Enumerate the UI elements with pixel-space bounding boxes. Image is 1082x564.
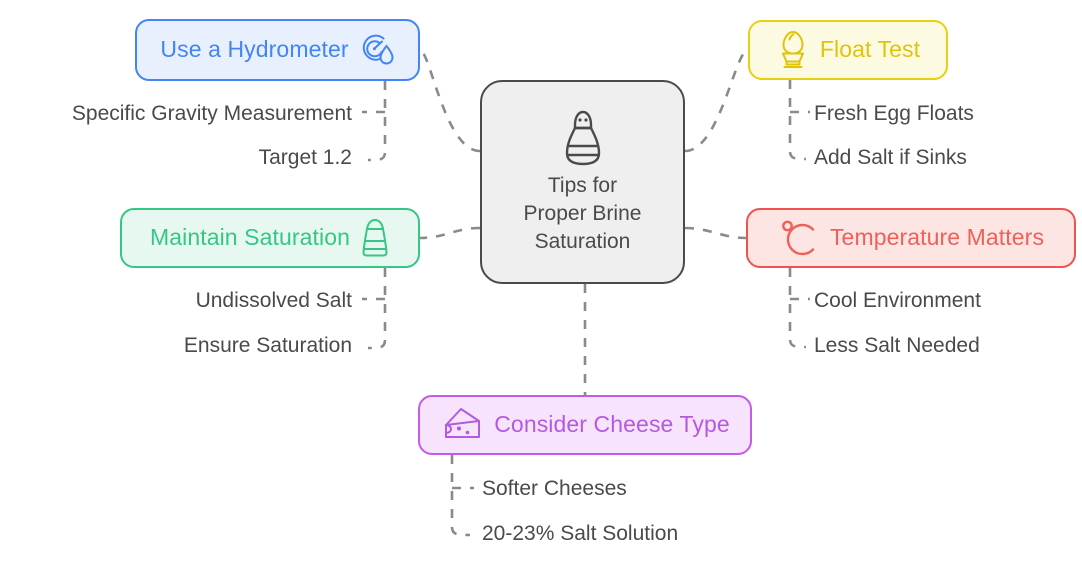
leaf-undissolved-salt: Undissolved Salt [195,289,352,312]
link-center-hydrometer [419,48,481,153]
center-node[interactable]: Tips for Proper Brine Saturation [480,80,685,284]
leaf-add-salt-if-sinks: Add Salt if Sinks [814,146,967,169]
egg-in-cup-icon [776,30,810,70]
branch-node-use-a-hydrometer[interactable]: Use a Hydrometer [135,19,420,81]
link-center-float [684,48,749,153]
leaf-less-salt-needed: Less Salt Needed [814,334,980,357]
link-float-trunk [788,80,807,161]
center-title-line-2: Proper Brine [523,202,642,226]
celsius-degree-icon [778,217,820,259]
leaf-cool-environment: Cool Environment [814,289,981,312]
branch-node-consider-cheese-type[interactable]: Consider Cheese Type [418,395,752,455]
branch-node-temperature-matters[interactable]: Temperature Matters [746,208,1076,268]
center-node-title: Tips for Proper Brine Saturation [524,172,642,255]
center-title-line-1: Tips for [547,174,618,198]
leaf-specific-gravity-measurement: Specific Gravity Measurement [71,102,352,125]
branch-label-use-a-hydrometer: Use a Hydrometer [160,36,349,63]
branch-label-consider-cheese-type: Consider Cheese Type [494,411,730,438]
link-center-temperature [684,226,747,240]
hydrometer-gauge-icon [359,32,395,68]
link-maintain-trunk [367,268,387,350]
branch-node-maintain-saturation[interactable]: Maintain Saturation [120,208,420,268]
center-title-line-3: Saturation [534,229,631,253]
cheese-wedge-icon [440,406,484,444]
leaf-softer-cheeses: Softer Cheeses [482,477,627,500]
leaf-target-1-2: Target 1.2 [258,146,352,169]
branch-node-float-test[interactable]: Float Test [748,20,948,80]
salt-mound-icon [360,218,390,258]
branch-label-float-test: Float Test [819,36,921,63]
link-hydrometer-trunk [367,81,387,162]
leaf-20-23-percent-salt-solution: 20-23% Salt Solution [482,522,679,545]
link-temperature-trunk [788,268,807,349]
leaf-fresh-egg-floats: Fresh Egg Floats [814,102,974,125]
branch-label-temperature-matters: Temperature Matters [829,224,1045,251]
link-center-maintain [419,226,481,240]
leaf-ensure-saturation: Ensure Saturation [183,334,352,357]
salt-shaker-icon [560,108,606,168]
link-cheese-trunk [450,455,471,537]
branch-label-maintain-saturation: Maintain Saturation [149,224,351,251]
